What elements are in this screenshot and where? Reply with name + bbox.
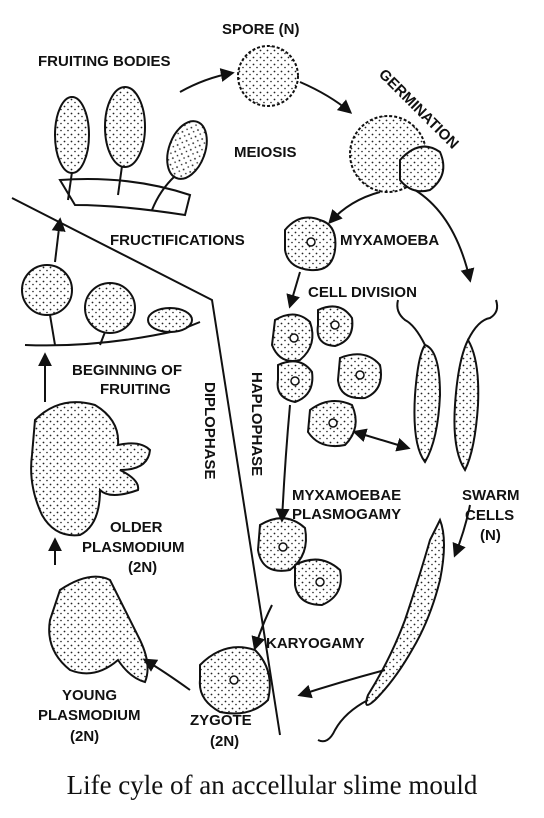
label-older-plasmodium-line3: (2N)	[128, 559, 157, 576]
label-older-plasmodium-line2: PLASMODIUM	[82, 539, 185, 556]
label-karyogamy: KARYOGAMY	[266, 635, 365, 652]
label-fructifications: FRUCTIFICATIONS	[110, 232, 245, 249]
fusing-swarm-cells-illustration	[317, 517, 445, 743]
label-zygote-line1: ZYGOTE	[190, 712, 252, 729]
germinating-spore-illustration	[349, 115, 445, 193]
label-young-plasmodium-line3: (2N)	[70, 728, 99, 745]
older-plasmodium-illustration	[30, 401, 152, 537]
label-young-plasmodium-line1: YOUNG	[62, 687, 117, 704]
label-swarm-cells-line2: CELLS	[465, 507, 514, 524]
label-swarm-cells-line3: (N)	[480, 527, 501, 544]
label-meiosis: MEIOSIS	[234, 144, 297, 161]
label-plasmogamy: PLASMOGAMY	[292, 506, 401, 523]
label-myxamoeba: MYXAMOEBA	[340, 232, 439, 249]
figure-caption: Life cyle of an accellular slime mould	[66, 770, 478, 800]
plasmogamy-myxamoeba-illustration	[306, 400, 357, 448]
fusing-myxamoebae-illustration	[256, 517, 342, 607]
label-spore: SPORE (N)	[222, 21, 300, 38]
myxamoeba-illustration	[284, 216, 337, 272]
zygote-illustration	[198, 646, 271, 715]
label-haplophase: HAPLOPHASE	[248, 372, 265, 476]
spore-illustration	[237, 45, 299, 107]
label-diplophase: DIPLOPHASE	[201, 382, 218, 480]
label-young-plasmodium-line2: PLASMODIUM	[38, 707, 141, 724]
cycle-arrows	[38, 68, 475, 699]
young-plasmodium-illustration	[48, 575, 149, 684]
swarm-cells-illustration	[396, 299, 499, 473]
fruiting-bodies-illustration	[54, 86, 208, 217]
label-cell-division: CELL DIVISION	[308, 284, 417, 301]
label-beginning-of-fruiting-line1: BEGINNING OF	[72, 362, 182, 379]
label-zygote-line2: (2N)	[210, 733, 239, 750]
label-beginning-of-fruiting-line2: FRUITING	[100, 381, 171, 398]
label-fruiting-bodies: FRUITING BODIES	[38, 53, 171, 70]
label-swarm-cells-line1: SWARM	[462, 487, 520, 504]
beginning-of-fruiting-illustration	[21, 264, 201, 347]
label-older-plasmodium-line1: OLDER	[110, 519, 163, 536]
dividing-myxamoebae-illustration	[270, 305, 382, 404]
label-myxamoebae: MYXAMOEBAE	[292, 487, 401, 504]
phase-divider-line	[11, 197, 281, 736]
